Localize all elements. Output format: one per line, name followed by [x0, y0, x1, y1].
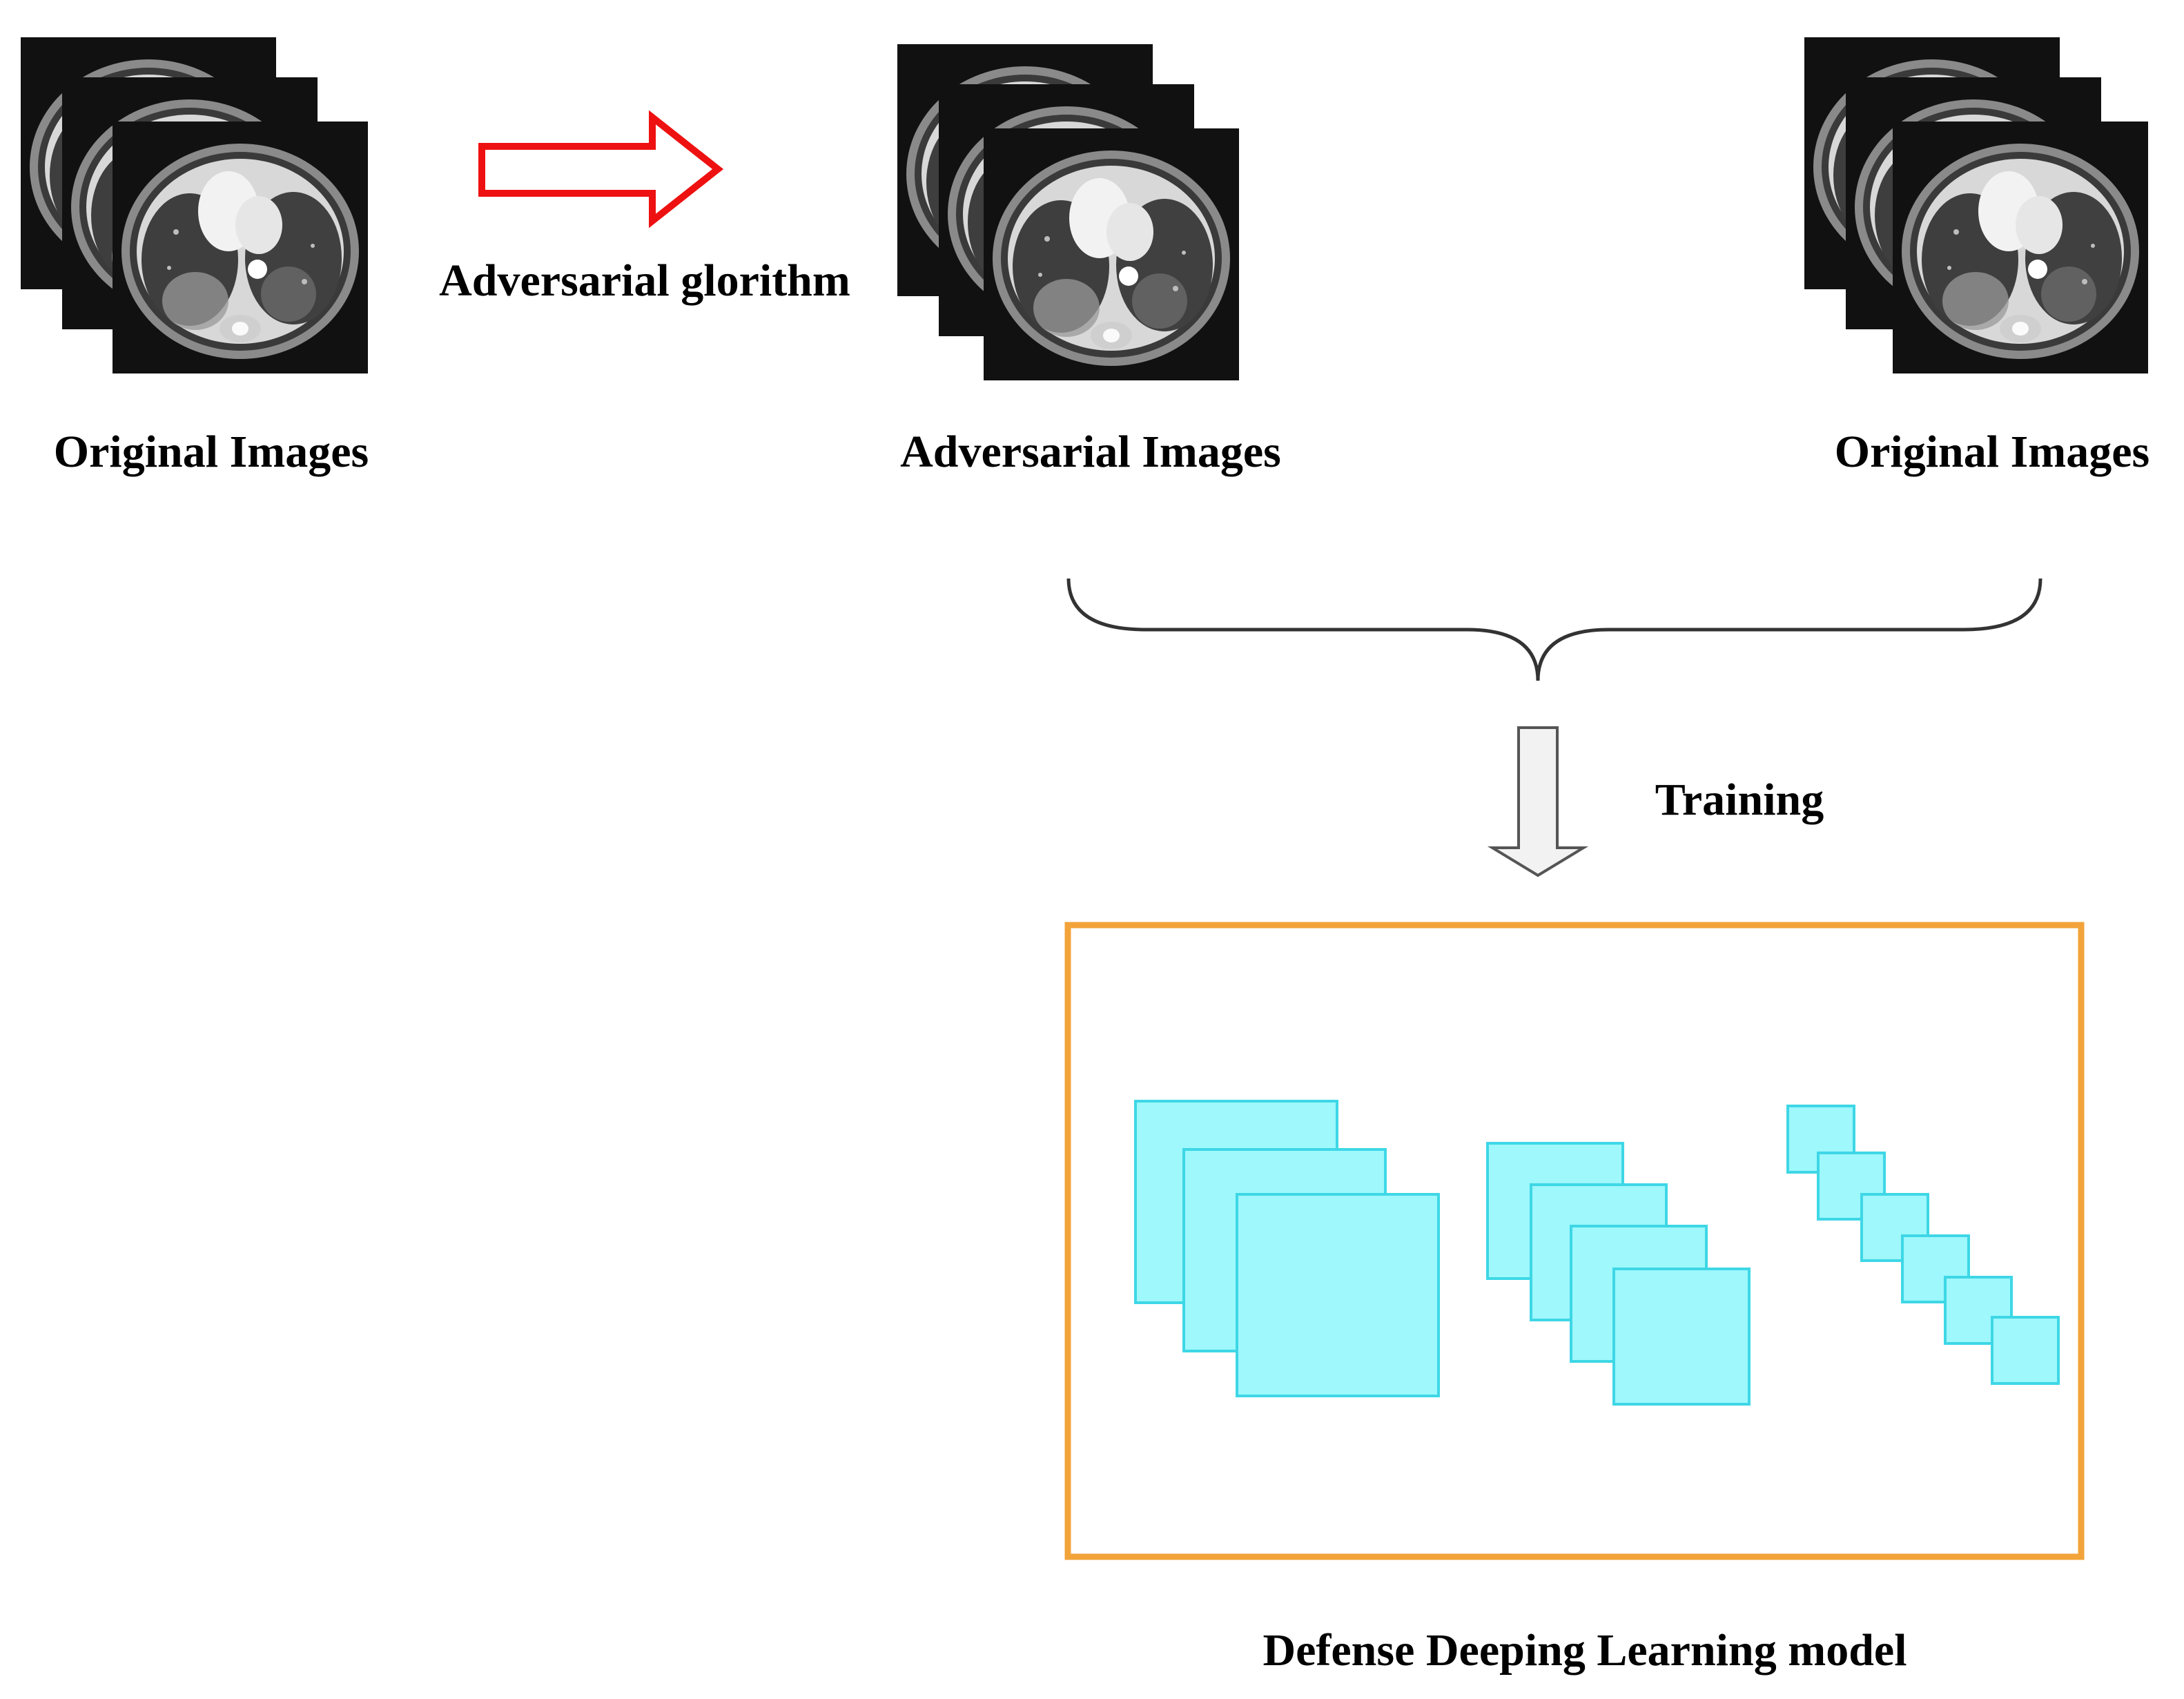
model-layer-group-2 [1486, 1142, 1751, 1406]
label-original-images-right: Original Images [1835, 427, 2150, 477]
adversarial-arrow [478, 110, 724, 229]
original-images-left-stack [21, 37, 368, 373]
adversarial-images-stack [897, 44, 1239, 380]
training-arrow [1487, 726, 1589, 877]
ct-scan-image [984, 128, 1239, 380]
label-training: Training [1655, 775, 1824, 825]
feature-map-layer [1612, 1268, 1751, 1406]
label-model: Defense Deeping Learning model [1262, 1625, 1907, 1676]
label-adversarial-images: Adversarial Images [900, 427, 1281, 477]
label-adversarial-algorithm: Adversarial glorithm [439, 255, 850, 306]
ct-scan-image [1893, 122, 2148, 373]
ct-scan-image [113, 122, 368, 373]
model-layer-group-1 [1134, 1100, 1440, 1397]
original-images-right-stack [1804, 37, 2148, 373]
defense-model-box [1064, 922, 2085, 1560]
feature-map-layer [1236, 1193, 1440, 1397]
merge-brace [1066, 578, 2042, 681]
label-original-images-left: Original Images [54, 427, 369, 477]
model-layer-group-3 [1786, 1105, 2060, 1385]
feature-map-layer [1991, 1316, 2060, 1385]
